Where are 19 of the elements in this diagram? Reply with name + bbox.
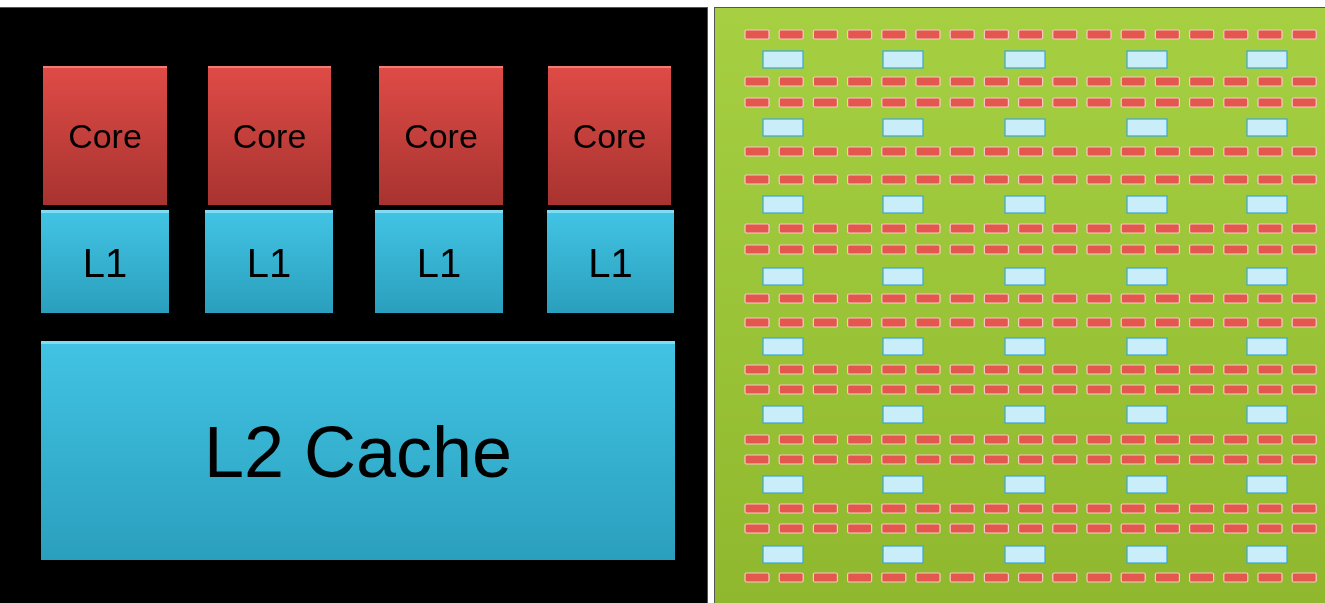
cache-block: [375, 210, 503, 313]
block-label: Core: [68, 117, 142, 156]
core-block: [208, 66, 331, 205]
core-block: [548, 66, 671, 205]
cache-block: [41, 210, 169, 313]
core-block: [379, 66, 503, 205]
block-label: Core: [404, 117, 478, 156]
processor-panel: [0, 8, 707, 603]
block-label: L1: [82, 240, 128, 286]
block-label: L1: [246, 240, 292, 286]
cache-block: [547, 210, 674, 313]
block-label: L1: [588, 240, 633, 286]
block-label: L2 Cache: [203, 411, 513, 493]
block-label: Core: [572, 117, 647, 156]
block-label: Core: [232, 117, 307, 156]
block-label: L1: [416, 240, 462, 286]
core-block: [43, 66, 167, 205]
cache-block: [205, 210, 333, 313]
cache-block: [41, 341, 675, 560]
